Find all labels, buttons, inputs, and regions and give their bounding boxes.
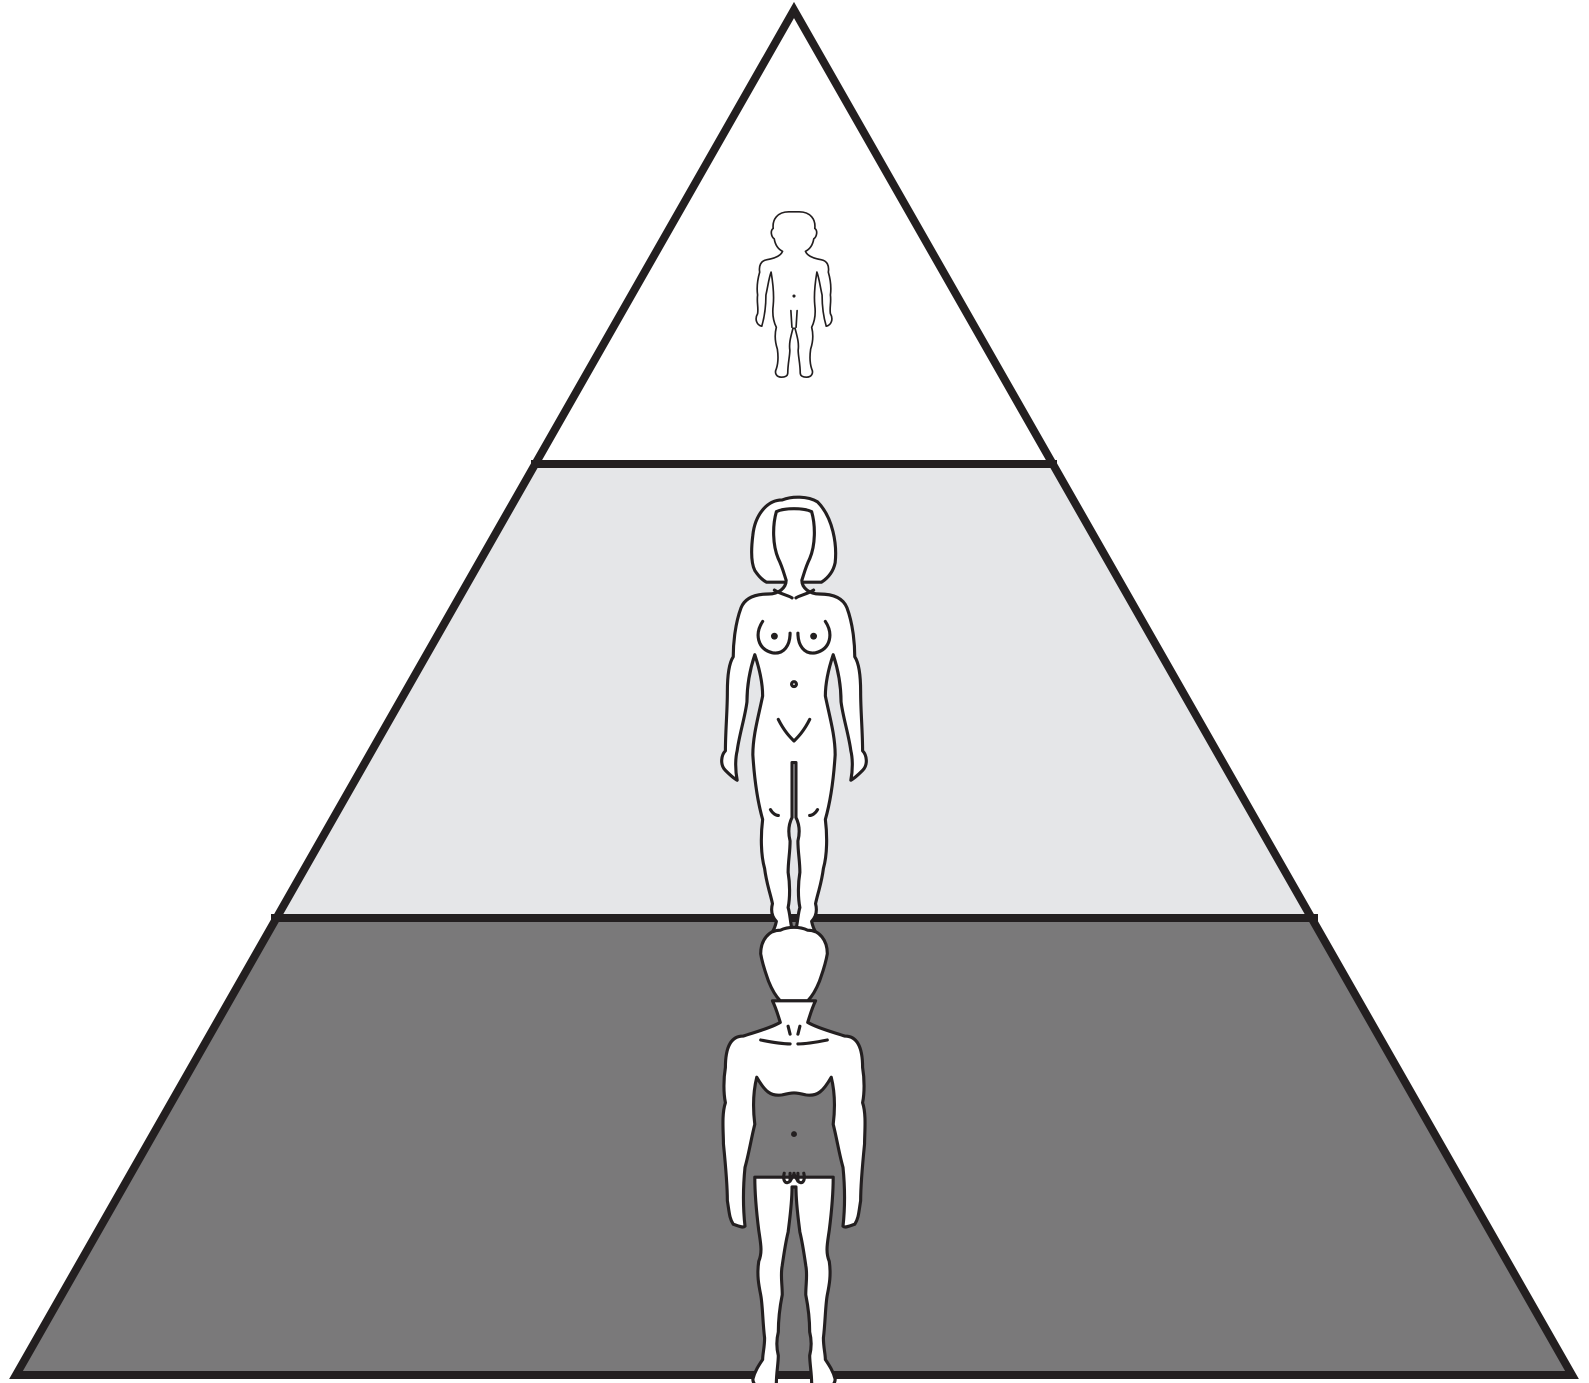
pyramid-diagram <box>0 0 1589 1383</box>
pyramid-svg <box>0 0 1589 1383</box>
